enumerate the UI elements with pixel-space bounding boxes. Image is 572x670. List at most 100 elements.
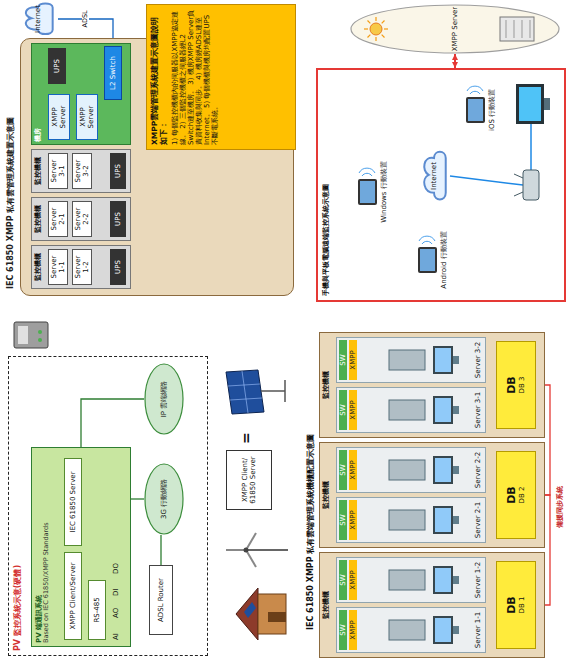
signal-name: AI <box>112 633 120 640</box>
modem-icon <box>14 322 48 348</box>
node-text: Internet <box>34 5 42 33</box>
node-text: SW <box>339 340 347 380</box>
node-text: SW <box>339 560 347 600</box>
node-subtext: XMPP <box>349 560 357 600</box>
monitor-icon <box>433 566 453 594</box>
switch-box: L2 Switch <box>104 46 122 100</box>
server-box: Server 3-1 <box>48 153 68 189</box>
node-text: Server 1-1 <box>50 252 66 282</box>
monitor-icon <box>337 608 485 652</box>
modem-icon <box>14 322 48 348</box>
network-illustration <box>519 87 541 121</box>
server-stack: SWXMPPServer 3-2 <box>336 337 486 383</box>
node-subtext: Server 1-1 <box>474 610 482 650</box>
module-box: IEC 61850 Server <box>64 458 82 546</box>
module-box: RS-485 <box>88 580 106 640</box>
cloud-server-oval: XMPP Server <box>350 4 560 54</box>
wind-turbine-icon <box>246 550 256 567</box>
node-text: UPS <box>114 164 122 178</box>
node-subtext: DB 1 <box>518 597 526 614</box>
ups-box: UPS <box>110 153 126 189</box>
node-text: 監控機櫃 <box>34 152 42 190</box>
tablet-icon <box>420 249 435 271</box>
node-text: DB <box>506 376 519 394</box>
cabinet-box: 監控機櫃SWXMPPServer 1-1SWXMPPServer 1-2DBDB… <box>319 552 545 658</box>
oval-outline <box>368 35 371 38</box>
device-icon: iOS 行動裝置 <box>464 76 510 144</box>
network-illustration <box>514 174 523 178</box>
node-text: SW <box>339 500 347 540</box>
node-subtext: Server 3-1 <box>474 390 482 430</box>
cabinet-box: 監控機櫃 Server 3-1Server 3-2 UPS <box>31 149 131 193</box>
network-illustration <box>514 192 523 196</box>
server-box: Server 3-2 <box>72 153 92 189</box>
diagram-title: IEC 61850 XMPP 私有雲端管理系統機櫃配置示意圖 <box>306 434 315 630</box>
house-icon <box>236 588 286 640</box>
node-text: 監控機櫃 <box>34 248 42 286</box>
solar-panel-icon <box>226 370 285 414</box>
network-illustration <box>544 98 550 110</box>
node-text: XMPP Server <box>51 97 67 137</box>
monitor-icon <box>433 396 453 424</box>
node-text: IEC 61850 Server <box>69 471 77 532</box>
node-subtext: Based on IEC 61850/XMPP Standards <box>43 451 50 643</box>
monitor-icon <box>337 498 485 542</box>
node-subtext: XMPP <box>349 610 357 650</box>
server-box: Server 1-2 <box>72 249 92 285</box>
tablet-icon <box>468 99 483 121</box>
tablet-icon <box>416 226 462 294</box>
quadrant: 監控機櫃SWXMPPServer 1-1SWXMPPServer 1-2DBDB… <box>305 320 572 670</box>
oval-outline <box>384 28 388 29</box>
modem-icon <box>18 326 28 344</box>
oval-outline <box>506 20 507 38</box>
cloud-shape: Internet <box>418 148 450 204</box>
house-icon <box>268 612 286 622</box>
monitor-icon <box>453 406 459 414</box>
wind-turbine-icon <box>226 549 246 551</box>
node-text: L2 Switch <box>109 56 117 90</box>
device-icon: Android 行動裝置 <box>416 226 462 294</box>
node-text: iOS 行動裝置 <box>488 78 496 142</box>
signal-name: AO <box>112 608 120 618</box>
note-box: XMPP雲端管理系統建置示意圖說明如下：1) 每個監控機櫃內的伺服器以XMPP協… <box>146 4 296 150</box>
client-box: XMPP Client/ 61850 Server <box>226 450 272 510</box>
node-text: UPS <box>53 59 61 73</box>
server-stack: SWXMPPServer 2-1 <box>336 497 486 543</box>
quadrant: IEC 61850 XMPP 私有雲管理系統建置示意圖監控機櫃Server 1-… <box>0 0 300 300</box>
cloud-outline <box>26 3 53 34</box>
ellipse-outline <box>145 364 183 434</box>
node-text: XMPP Server <box>79 97 95 137</box>
cloud-outline <box>424 152 445 200</box>
tablet-icon <box>358 179 377 205</box>
node-subtext: Server 1-2 <box>474 560 482 600</box>
cabinet-box: 監控機櫃SWXMPPServer 2-1SWXMPPServer 2-2DBDB… <box>319 442 545 548</box>
oval-outline <box>375 37 376 41</box>
node-text: PV 監控系統示意(硬體) <box>13 361 22 651</box>
monitor-icon <box>453 516 459 524</box>
cabinet-box: 監控機櫃Server 2-1Server 2-2UPS <box>31 197 131 241</box>
wind-turbine-icon <box>244 548 249 553</box>
server-box: Server 1-1 <box>48 249 68 285</box>
mobile-frame: 手機與平板電腦遠端監控系統示意圖InternetiOS 行動裝置Windows … <box>316 68 566 302</box>
monitor-icon <box>433 506 453 534</box>
monitor-icon <box>435 508 451 532</box>
equals-sign: = <box>238 432 254 444</box>
connector <box>131 498 144 499</box>
solar-panel-icon <box>226 370 264 414</box>
ellipse-outline <box>145 464 183 534</box>
signal-name: DO <box>112 563 120 574</box>
node-text: SW <box>339 450 347 490</box>
solar-panel-icon <box>242 371 248 413</box>
monitor-icon <box>389 400 425 420</box>
node-text: IP 雲端網路 <box>160 381 168 418</box>
node-text: XMPP Client/Server <box>69 562 77 629</box>
monitor-icon <box>435 398 451 422</box>
module-box: XMPP Client/Server <box>64 552 82 640</box>
sync-label: 備援同步系統 <box>556 484 564 530</box>
edge-label: ADSL <box>82 9 89 28</box>
tablet-icon <box>418 247 437 273</box>
node-text: 手機與平板電腦遠端監控系統示意圖 <box>322 74 330 296</box>
node-text: XMPP Client/ 61850 Server <box>241 453 257 507</box>
node-subtext: XMPP <box>349 390 357 430</box>
house-icon <box>244 602 256 618</box>
